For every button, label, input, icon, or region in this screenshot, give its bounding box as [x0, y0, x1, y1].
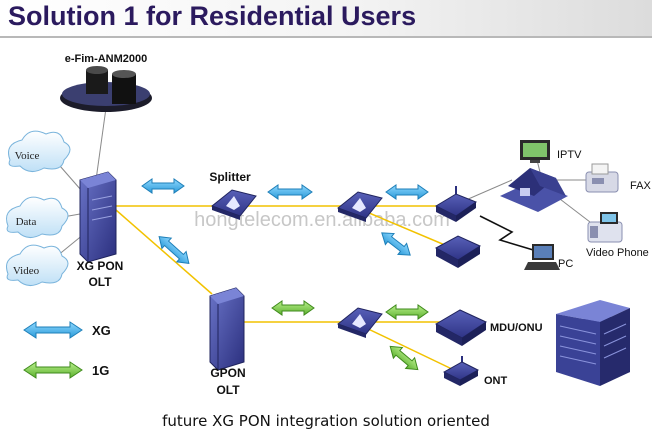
double-arrow-icon: [381, 232, 411, 256]
ont-label: ONT: [484, 375, 508, 387]
onu-house-link: [465, 179, 513, 201]
g1-arrow-2: [385, 304, 429, 320]
nms-link: [95, 107, 107, 181]
splitter-1[interactable]: Splitter: [209, 170, 257, 220]
nms-label: e-Fim-ANM2000: [65, 53, 148, 65]
mdu-onu-label: MDU/ONU: [490, 322, 543, 334]
video-label: Video: [13, 265, 40, 277]
olt-chassis-icon: [79, 171, 117, 263]
header-divider: [0, 36, 652, 38]
onu-wireless[interactable]: [434, 186, 478, 222]
wireless-link: [479, 215, 541, 253]
xg-arrow-2: [267, 184, 313, 200]
data-cloud: Data: [6, 196, 69, 238]
legend-1g-label: 1G: [92, 363, 109, 378]
gpon-olt[interactable]: GPON OLT: [209, 287, 246, 397]
gpon-olt-label-line1: GPON: [210, 366, 245, 380]
page-title: Solution 1 for Residential Users: [8, 1, 417, 31]
double-arrow-icon: [271, 300, 315, 316]
house-icon: [500, 182, 568, 212]
video-phone-label: Video Phone: [586, 247, 649, 259]
double-arrow-icon: [141, 178, 185, 194]
xg-arrow-3: [385, 184, 429, 200]
legend-1g: 1G: [23, 361, 109, 379]
server-tower-icon: [86, 70, 108, 94]
double-arrow-icon: [267, 184, 313, 200]
legend: XG 1G: [23, 321, 111, 379]
apartment-building: [556, 300, 630, 386]
ont-fiber: [361, 325, 455, 371]
pc[interactable]: PC: [524, 244, 573, 270]
double-arrow-icon: [389, 345, 419, 371]
double-arrow-icon: [23, 321, 83, 339]
branch-fiber: [361, 209, 453, 249]
xg-arrow-4: [381, 232, 411, 256]
mdu-onu[interactable]: MDU/ONU: [434, 309, 543, 346]
video-cloud: Video: [6, 244, 69, 286]
data-label: Data: [16, 216, 37, 228]
double-arrow-icon: [385, 304, 429, 320]
ont[interactable]: ONT: [442, 356, 508, 387]
voice-label: Voice: [15, 150, 40, 162]
double-arrow-icon: [23, 361, 83, 379]
splitter-2[interactable]: [336, 191, 383, 222]
double-arrow-icon: [158, 236, 190, 264]
g1-arrow-1: [271, 300, 315, 316]
gpon-feed-fiber: [115, 209, 213, 295]
legend-xg-label: XG: [92, 323, 111, 338]
fax[interactable]: FAX: [585, 163, 651, 193]
legend-xg: XG: [23, 321, 111, 339]
video-phone[interactable]: Video Phone: [586, 212, 649, 259]
onu-branch[interactable]: [434, 235, 482, 268]
cloud-icon: [8, 130, 71, 172]
server-tower-icon: [112, 74, 136, 104]
iptv[interactable]: IPTV: [520, 140, 582, 163]
xg-arrow-5: [158, 236, 190, 264]
gpon-olt-label-line2: OLT: [216, 383, 240, 397]
xg-pon-olt[interactable]: XG PON OLT: [77, 171, 124, 289]
splitter-label: Splitter: [209, 170, 251, 184]
pc-label: PC: [558, 258, 573, 270]
iptv-label: IPTV: [557, 149, 582, 161]
double-arrow-icon: [385, 184, 429, 200]
xg-olt-label-line1: XG PON: [77, 259, 124, 273]
fax-label: FAX: [630, 180, 651, 192]
watermark-text: hongtelecom.en.alibaba.com: [194, 209, 450, 231]
cloud-icon: [6, 244, 69, 286]
phone-link: [555, 195, 591, 223]
splitter-3[interactable]: [336, 307, 383, 338]
voice-cloud: Voice: [8, 130, 71, 172]
diagram-caption: future XG PON integration solution orien…: [162, 412, 490, 430]
g1-arrow-3: [389, 345, 419, 371]
header-bar: [0, 0, 652, 36]
house: [500, 168, 568, 212]
xg-olt-label-line2: OLT: [88, 275, 112, 289]
cloud-icon: [6, 196, 69, 238]
nms-server[interactable]: e-Fim-ANM2000: [60, 53, 152, 112]
xg-arrow-1: [141, 178, 185, 194]
